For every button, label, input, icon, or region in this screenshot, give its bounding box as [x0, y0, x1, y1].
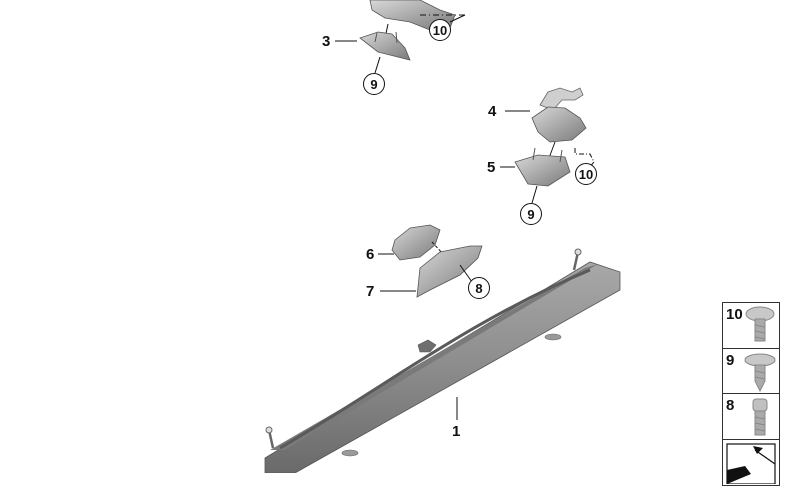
- legend-cell-10: 10: [722, 302, 780, 349]
- callout-circle-9-mid: 9: [520, 203, 542, 225]
- callout-circle-10-top: 10: [429, 19, 451, 41]
- callout-6: 6: [366, 246, 375, 263]
- middle-bracket-assembly: [500, 87, 595, 204]
- handle-assembly: [378, 224, 483, 298]
- legend-cell-arrow: [722, 438, 780, 486]
- legend-label-9: 9: [726, 351, 735, 369]
- callout-3: 3: [322, 33, 331, 50]
- parts-diagram: 3 4 5 6 7 1 10 9 10 9 8 10 9: [264, 0, 780, 486]
- fastener-legend: 10 9 8: [722, 302, 780, 486]
- callout-1: 1: [452, 423, 461, 440]
- callout-circle-9-top: 9: [363, 73, 385, 95]
- callout-circle-10-mid: 10: [575, 163, 597, 185]
- callout-circle-8: 8: [468, 277, 490, 299]
- parts-illustration: [264, 0, 621, 474]
- roller-cover-bar: [264, 248, 621, 474]
- legend-label-10: 10: [726, 306, 743, 323]
- legend-cell-9: 9: [722, 347, 780, 395]
- callout-7: 7: [366, 283, 375, 300]
- legend-label-8: 8: [726, 397, 735, 414]
- tapping-screw-icon: [744, 353, 776, 392]
- callout-5: 5: [487, 159, 496, 176]
- flange-screw-icon: [745, 306, 775, 342]
- legend-cell-8: 8: [722, 393, 780, 440]
- callout-4: 4: [488, 103, 497, 120]
- socket-bolt-icon: [752, 398, 768, 436]
- arrow-icon: [726, 442, 776, 485]
